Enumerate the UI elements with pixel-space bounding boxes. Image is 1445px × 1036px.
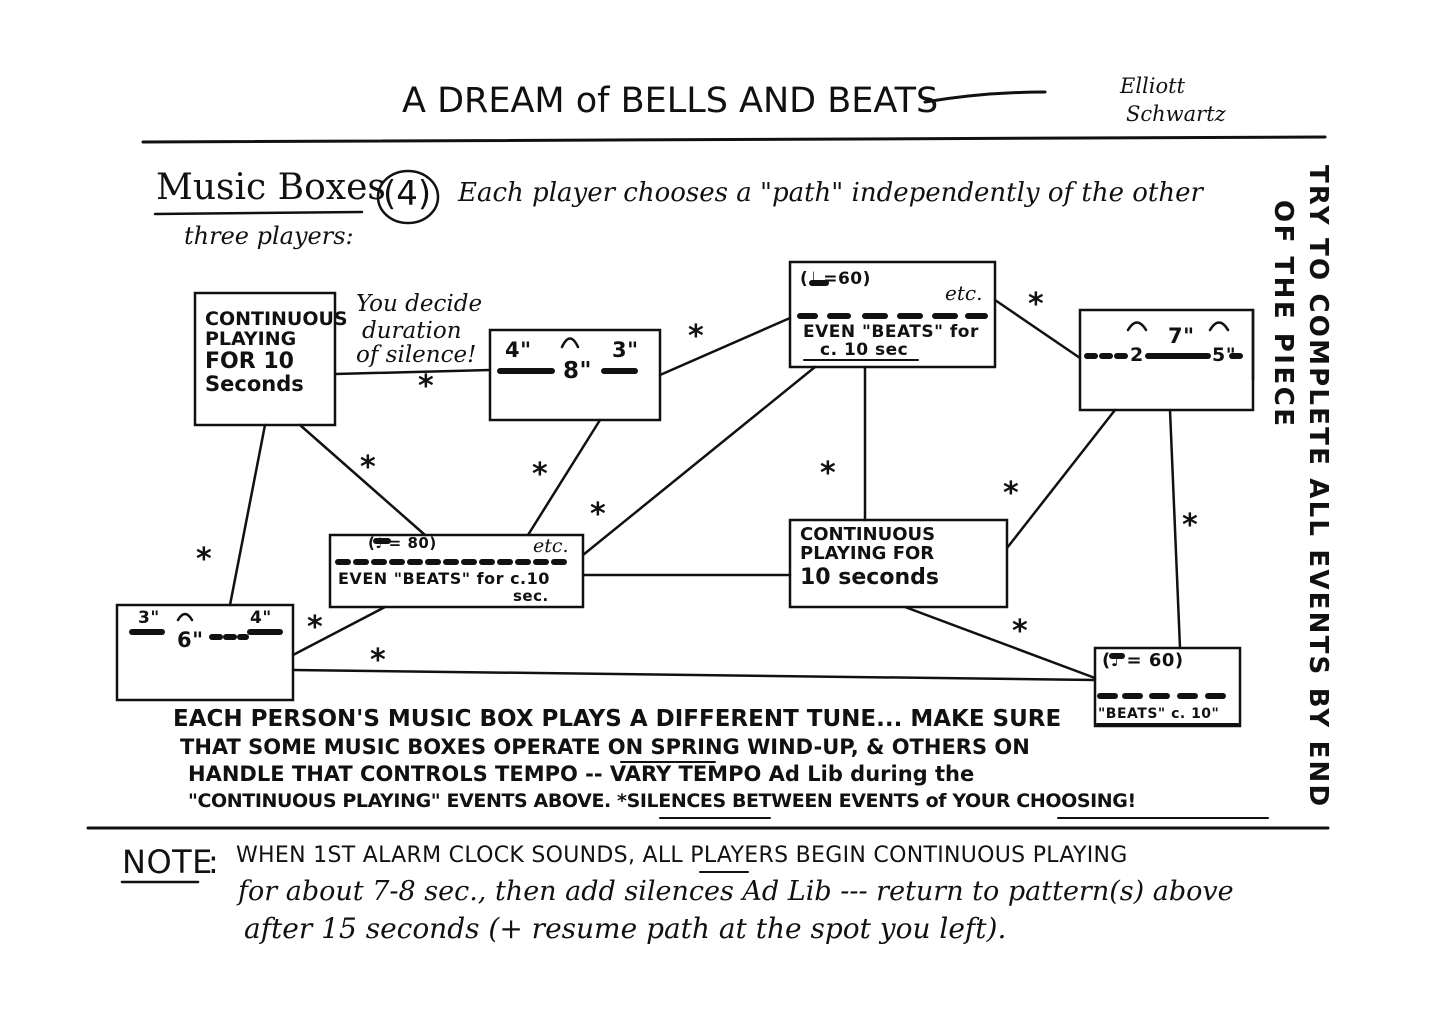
fermata-b-time-1: 2 bbox=[1130, 344, 1144, 366]
composer-first-name: Elliott bbox=[1120, 74, 1185, 98]
path-line bbox=[993, 298, 1082, 360]
silence-marker: * bbox=[1182, 508, 1199, 543]
silence-marker: * bbox=[820, 456, 837, 491]
beats-60b-tempo: (♩ = 60) bbox=[1102, 650, 1184, 671]
player-count: (4) bbox=[383, 174, 432, 214]
side-note-line-1: TRY TO COMPLETE ALL EVENTS BY END bbox=[1303, 165, 1333, 809]
beats-60-etc: etc. bbox=[945, 281, 983, 305]
silence-marker: * bbox=[590, 497, 607, 532]
box-fermata-c bbox=[115, 603, 295, 702]
intro-line-1: Each player chooses a "path" independent… bbox=[458, 178, 1203, 208]
beats-60-line-1: EVEN "BEATS" for bbox=[803, 322, 979, 342]
composer-last-name: Schwartz bbox=[1126, 102, 1226, 126]
note-colon: : bbox=[208, 843, 220, 881]
fermata-b-time-3: 5" bbox=[1212, 344, 1237, 366]
fermata-icon bbox=[560, 337, 580, 349]
silence-annotation-line-2: duration bbox=[362, 318, 462, 344]
beats-60-line-2: c. 10 sec bbox=[820, 340, 909, 360]
fermata-c-time-2: 6" bbox=[177, 628, 204, 652]
note-label: NOTE bbox=[122, 843, 213, 881]
box-beats-60 bbox=[788, 260, 997, 369]
instructions-line-3: HANDLE THAT CONTROLS TEMPO -- VARY TEMPO… bbox=[188, 762, 975, 786]
fermata-icon bbox=[1126, 321, 1148, 332]
continuous-b-text: CONTINUOUS PLAYING FOR 10 seconds bbox=[800, 524, 939, 590]
path-line bbox=[658, 316, 792, 377]
note-line-3: after 15 seconds (+ resume path at the s… bbox=[244, 912, 1007, 945]
silence-marker: * bbox=[688, 319, 705, 354]
beats-80-line-1: EVEN "BEATS" for c.10 bbox=[338, 569, 550, 588]
path-line bbox=[903, 605, 1097, 680]
path-line bbox=[333, 368, 492, 376]
path-line bbox=[526, 418, 602, 537]
boxes bbox=[115, 260, 1255, 728]
silence-marker: * bbox=[360, 450, 377, 485]
continuous-a-line-2: PLAYING bbox=[205, 327, 297, 350]
continuous-a-line-4: Seconds bbox=[205, 371, 304, 396]
fermatas bbox=[176, 321, 1230, 622]
beats-60b-line-1: "BEATS" c. 10" bbox=[1098, 706, 1220, 722]
heading-underline bbox=[153, 210, 364, 216]
beats-80-line-2: sec. bbox=[513, 587, 549, 605]
continuous-a-line-1: CONTINUOUS bbox=[205, 308, 348, 330]
silence-marker: * bbox=[370, 643, 387, 678]
page-title: A DREAM of BELLS AND BEATS bbox=[402, 81, 939, 121]
silence-marker: * bbox=[1012, 614, 1029, 649]
fermata-c-time-1: 3" bbox=[138, 608, 160, 628]
path-line bbox=[291, 605, 387, 657]
silence-marker: * bbox=[1028, 287, 1045, 322]
path-line bbox=[1168, 408, 1182, 650]
beats-60-tempo: (♩ =60) bbox=[800, 269, 871, 289]
title-flourish bbox=[923, 90, 1047, 104]
path-line bbox=[581, 365, 817, 557]
path-line bbox=[291, 668, 1097, 682]
fermata-b-time-2: 7" bbox=[1168, 324, 1195, 348]
box-fermata-b bbox=[1078, 308, 1255, 412]
fermata-a-time-3: 3" bbox=[612, 338, 639, 362]
box-continuous-b bbox=[788, 518, 1009, 609]
beat-dashes bbox=[129, 280, 1243, 699]
silence-marker: * bbox=[532, 457, 549, 492]
path-lines bbox=[228, 298, 1182, 682]
path-line bbox=[298, 423, 427, 537]
fermata-icon bbox=[1208, 321, 1230, 332]
instructions-line-2: THAT SOME MUSIC BOXES OPERATE ON SPRING … bbox=[180, 735, 1030, 759]
silence-marker: * bbox=[196, 542, 213, 577]
path-line bbox=[1005, 408, 1117, 550]
silence-marker: * bbox=[307, 610, 324, 645]
count-circle bbox=[376, 169, 440, 225]
note-line-1: WHEN 1ST ALARM CLOCK SOUNDS, ALL PLAYERS… bbox=[236, 843, 1128, 868]
fermata-a-time-2: 8" bbox=[563, 358, 592, 384]
intro-line-2: three players: bbox=[184, 222, 354, 250]
box-beats-80 bbox=[328, 533, 585, 609]
path-line bbox=[228, 423, 267, 607]
silence-marker: * bbox=[1003, 476, 1020, 511]
silence-annotation-line-1: You decide bbox=[356, 291, 483, 317]
continuous-b-line-1: CONTINUOUS bbox=[800, 524, 936, 545]
continuous-a-text: CONTINUOUS PLAYING FOR 10 Seconds bbox=[205, 308, 348, 396]
continuous-a-line-3: FOR 10 bbox=[205, 348, 294, 374]
box-continuous-a bbox=[193, 291, 337, 427]
section-heading: Music Boxes bbox=[156, 167, 386, 208]
fermata-icon bbox=[176, 612, 194, 622]
beats-80-tempo: (♩ = 80) bbox=[368, 534, 437, 552]
beats-80-etc: etc. bbox=[533, 535, 569, 557]
instructions-line-4: "CONTINUOUS PLAYING" EVENTS ABOVE. *SILE… bbox=[188, 790, 1136, 812]
box-fermata-a bbox=[488, 328, 662, 422]
instructions-line-1: EACH PERSON'S MUSIC BOX PLAYS A DIFFEREN… bbox=[173, 706, 1062, 732]
note-line-2: for about 7-8 sec., then add silences Ad… bbox=[238, 876, 1234, 907]
fermata-c-time-3: 4" bbox=[250, 608, 272, 628]
top-rule bbox=[141, 135, 1327, 144]
continuous-b-line-3: 10 seconds bbox=[800, 564, 939, 590]
box-beats-60b bbox=[1093, 646, 1242, 728]
silence-marker: * bbox=[418, 369, 435, 404]
fermata-a-time-1: 4" bbox=[505, 338, 532, 362]
side-note-line-2: OF THE PIECE bbox=[1268, 200, 1298, 429]
silence-annotation-line-3: of silence! bbox=[356, 342, 477, 368]
continuous-b-line-2: PLAYING FOR bbox=[800, 542, 935, 564]
